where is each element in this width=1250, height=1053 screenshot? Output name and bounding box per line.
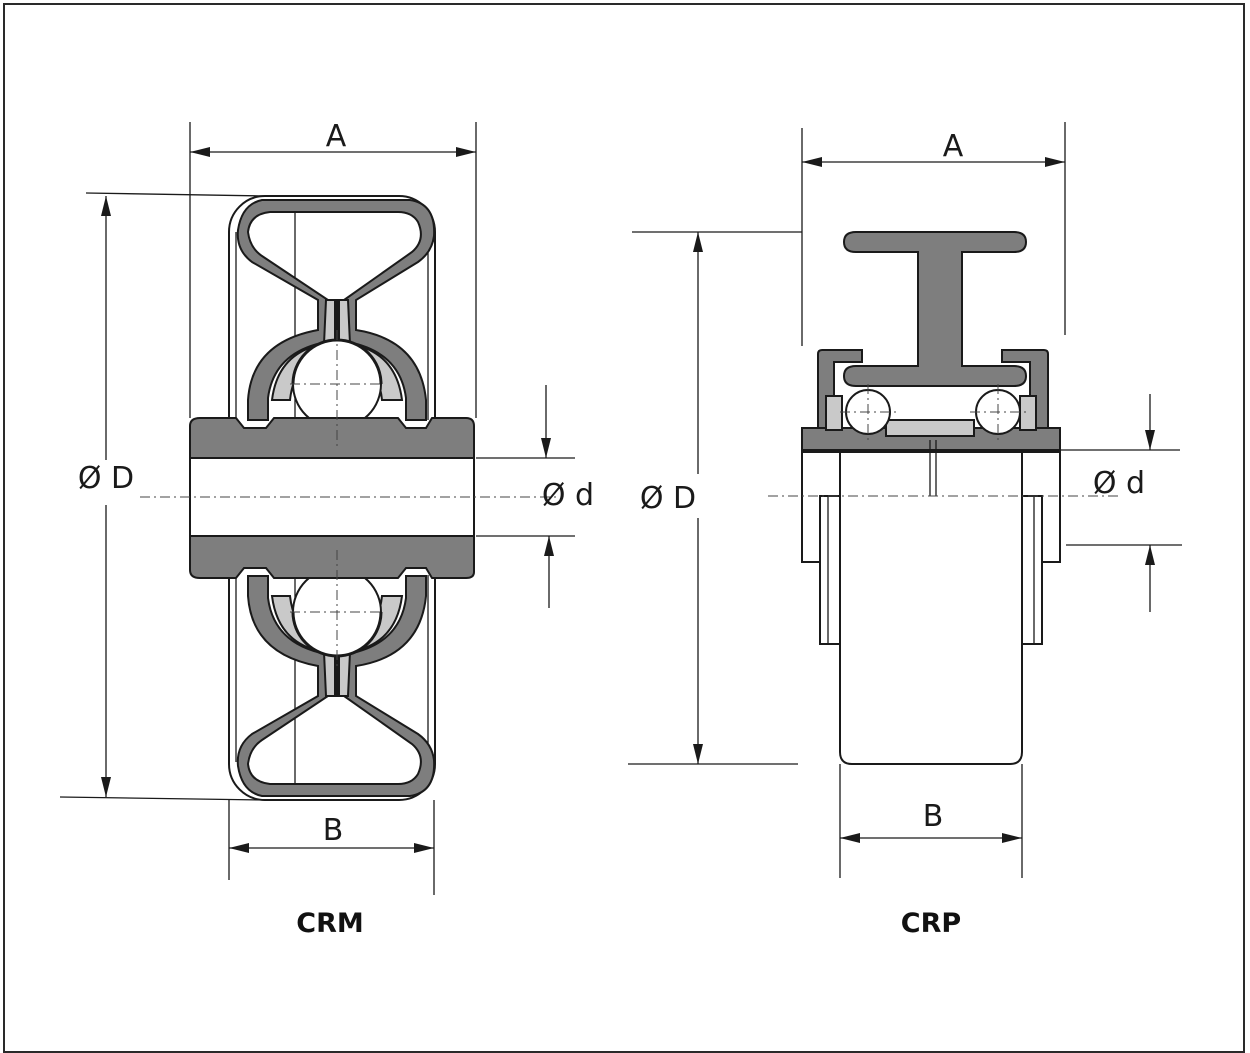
- crp-race: [1019, 395, 1037, 431]
- crm-ext-line: [59, 796, 266, 801]
- crp-label-d: Ø d: [1093, 466, 1145, 501]
- crp-tire-body: [839, 447, 1023, 765]
- crp-flange: [1021, 495, 1043, 645]
- crm-caption: CRM: [296, 908, 363, 939]
- crm-label-B: B: [323, 813, 344, 848]
- crp-label-B: B: [923, 799, 944, 834]
- crm-lower-shell: [236, 575, 436, 797]
- crp-flange: [819, 495, 841, 645]
- crp-label-D: Ø D: [640, 481, 696, 516]
- crp-wheel: A B Ø D Ø d CRP: [628, 122, 1182, 939]
- crm-lower-spacer: [334, 652, 340, 696]
- crp-caption: CRP: [901, 908, 961, 939]
- crp-bearing-race: [885, 419, 975, 437]
- crm-label-A: A: [326, 119, 347, 154]
- crp-rim: [842, 231, 1028, 387]
- crp-label-A: A: [943, 129, 964, 164]
- crm-wheel: A B Ø D Ø d CRM: [59, 119, 594, 939]
- crm-ext-line: [85, 192, 266, 197]
- crm-bore: [189, 457, 475, 537]
- crp-race: [825, 395, 843, 431]
- crm-upper-spacer: [334, 300, 340, 344]
- crm-label-D: Ø D: [78, 461, 134, 496]
- crm-upper-shell: [236, 199, 436, 421]
- crm-label-d: Ø d: [542, 478, 594, 513]
